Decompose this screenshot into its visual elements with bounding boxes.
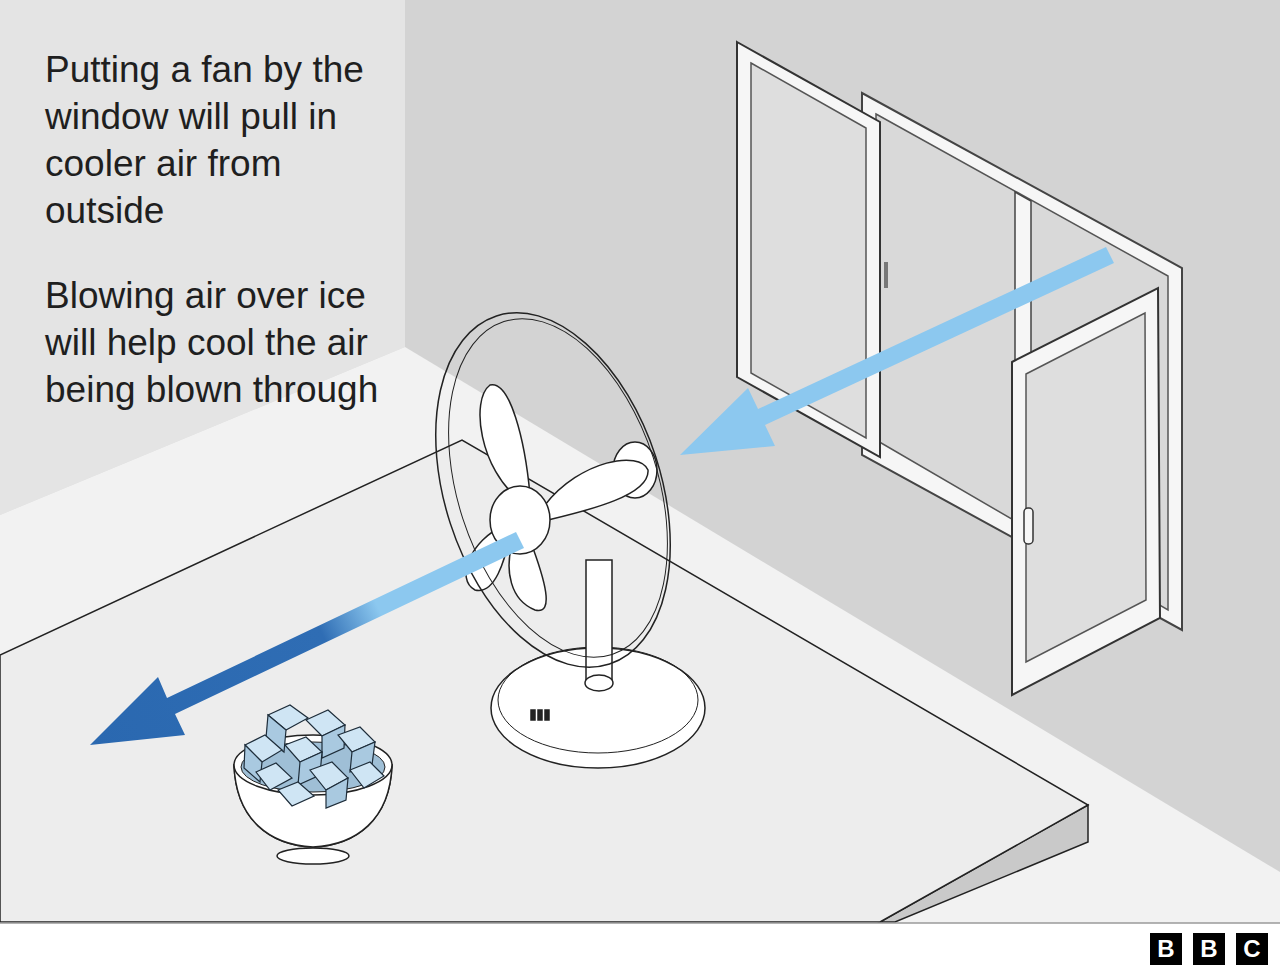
logo-letter: B xyxy=(1150,933,1182,965)
footer-rule xyxy=(0,922,1280,924)
right-pane-glass xyxy=(1026,313,1146,662)
fan-button xyxy=(545,710,549,720)
cooled-air-arrow xyxy=(90,532,524,745)
table-top xyxy=(0,440,1088,922)
window xyxy=(737,42,1182,695)
fan-blade xyxy=(480,385,530,500)
bowl-foot xyxy=(277,848,349,864)
caption-text: Putting a fan by the window will pull in… xyxy=(45,46,385,234)
right-window-pane xyxy=(1012,288,1160,695)
window-latch xyxy=(884,262,888,288)
fan-guard-rim xyxy=(409,291,707,686)
desk-fan xyxy=(394,283,713,768)
ice-cube xyxy=(350,762,384,788)
logo-letter: B xyxy=(1193,933,1225,965)
caption-text: Blowing air over ice will help cool the … xyxy=(45,272,385,413)
ice-cube xyxy=(326,778,348,808)
window-handle xyxy=(1024,508,1033,544)
logo-letter: C xyxy=(1236,933,1268,965)
ice-bowl xyxy=(234,705,392,864)
ice-cube xyxy=(278,782,314,806)
fan-guard xyxy=(394,283,713,698)
footer-strip xyxy=(0,923,1280,972)
fan-stand-foot xyxy=(585,675,613,691)
ice-cube xyxy=(322,725,345,758)
fan-blade xyxy=(545,460,648,520)
ice-cubes xyxy=(244,705,384,808)
fan-button xyxy=(531,710,535,720)
fan-stand xyxy=(586,560,612,684)
air-arrow xyxy=(680,247,1114,455)
fan-button xyxy=(538,710,542,720)
